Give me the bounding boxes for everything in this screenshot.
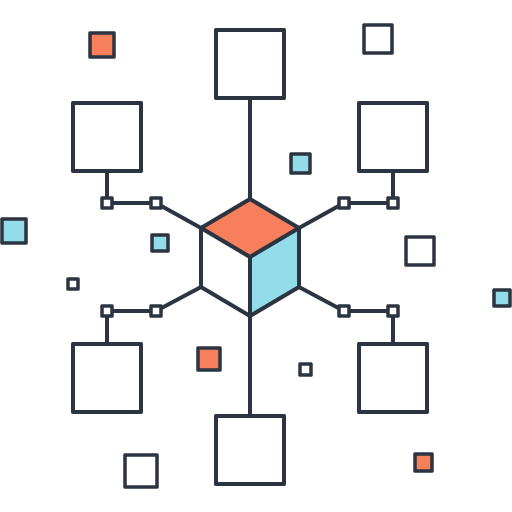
decor-square-cyan-upper-right [289, 152, 312, 175]
connector-top-left [105, 169, 203, 230]
joint-top-left-outer [100, 196, 114, 210]
decor-square-outline-right [404, 235, 436, 267]
node-bottom [214, 414, 286, 486]
decor-square-outline-top-right [362, 23, 394, 55]
joint-bottom-right-inner [337, 304, 351, 318]
joint-bottom-left-outer [100, 304, 114, 318]
joint-top-left-inner [149, 196, 163, 210]
decor-square-cyan-center-left [150, 233, 170, 253]
cube-right-face [248, 226, 301, 318]
decor-square-outline-bottom-left [123, 453, 159, 489]
node-bottom-right [357, 342, 429, 414]
decor-square-cyan-right-edge [492, 288, 512, 308]
connector-top-right [297, 169, 395, 230]
joint-top-right-outer [386, 196, 400, 210]
decor-square-tiny-left [66, 277, 80, 291]
decor-square-orange-top-left [88, 31, 116, 59]
decor-square-orange-bottom-right [413, 452, 434, 473]
node-top-right [357, 101, 429, 173]
joint-bottom-left-inner [149, 304, 163, 318]
decor-square-orange-center [196, 346, 222, 372]
joint-bottom-right-outer [386, 304, 400, 318]
connector-bottom-left [105, 285, 203, 346]
connector-bottom-right [297, 285, 395, 346]
joint-top-right-inner [337, 196, 351, 210]
decor-square-tiny-center [298, 362, 313, 377]
node-top [214, 28, 286, 100]
node-bottom-left [71, 342, 143, 414]
node-top-left [71, 101, 143, 173]
decor-square-cyan-left-edge [0, 217, 28, 245]
